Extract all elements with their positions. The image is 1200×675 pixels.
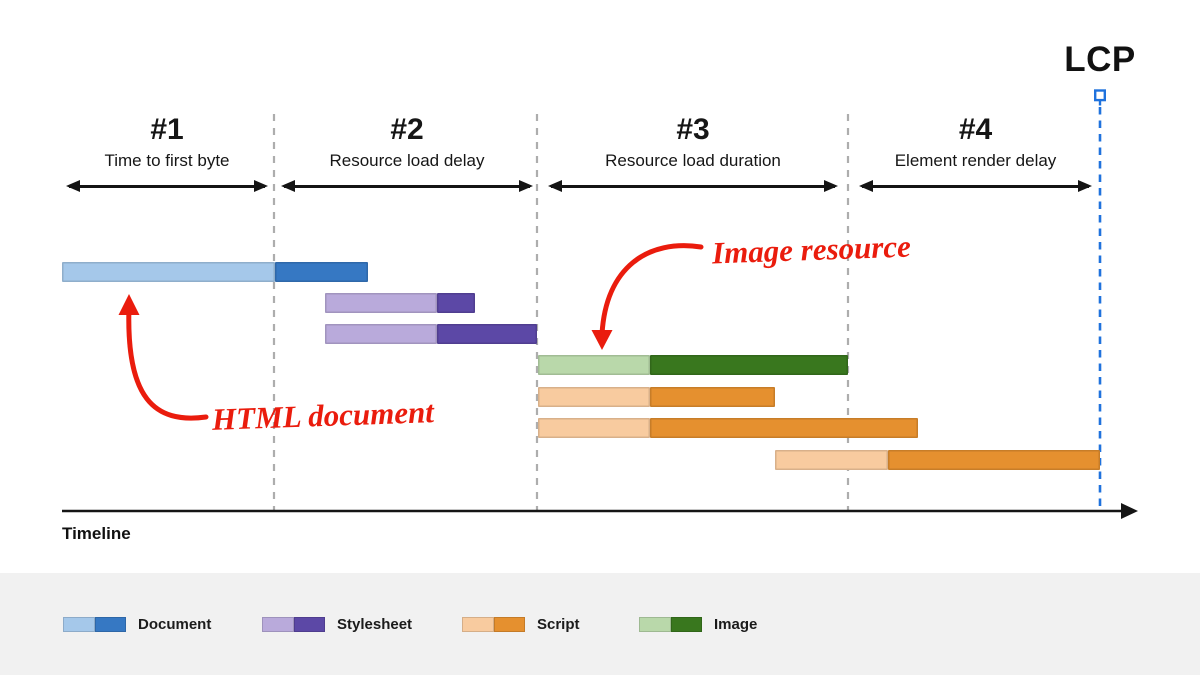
script-delay-segment — [538, 418, 650, 438]
phase-arrowhead-left — [548, 180, 562, 192]
document-delay-segment — [62, 262, 275, 282]
phase-arrowhead-left — [859, 180, 873, 192]
phase-arrowhead-right — [519, 180, 533, 192]
image-delay-segment — [538, 355, 650, 375]
legend-item-document: Document — [63, 617, 211, 632]
phase-arrow-line — [862, 185, 1089, 188]
legend-swatch-image — [639, 617, 702, 632]
phase-arrow-line — [284, 185, 530, 188]
annotation-image-resource: Image resource — [711, 228, 912, 271]
phase-range-arrow — [548, 180, 838, 193]
lcp-marker-icon — [1093, 89, 1106, 102]
legend-band: Document Stylesheet Script Image — [0, 573, 1200, 675]
script-duration-segment — [650, 387, 775, 407]
phase-name-label: Element render delay — [894, 151, 1057, 170]
swatch-light-half — [63, 617, 95, 632]
swatch-light-half — [462, 617, 494, 632]
legend-label: Stylesheet — [337, 616, 413, 633]
lcp-label: LCP — [1064, 40, 1136, 79]
swatch-dark-half — [493, 617, 525, 632]
legend-item-stylesheet: Stylesheet — [262, 617, 412, 632]
script-duration-segment — [888, 450, 1100, 470]
swatch-light-half — [262, 617, 294, 632]
phase-arrow-line — [69, 185, 265, 188]
image-duration-segment — [650, 355, 848, 375]
legend-label: Script — [537, 616, 580, 633]
bar-image — [538, 355, 848, 375]
swatch-light-half — [639, 617, 671, 632]
phase-number-label: #1 — [150, 113, 184, 146]
legend-swatch-script — [462, 617, 525, 632]
swatch-dark-half — [293, 617, 325, 632]
swatch-dark-half — [94, 617, 126, 632]
phase-arrowhead-right — [254, 180, 268, 192]
phase-number-label: #4 — [958, 113, 993, 146]
stylesheet-delay-segment — [325, 293, 437, 313]
phase-range-arrow — [66, 180, 268, 193]
timeline-axis — [62, 503, 1138, 519]
bar-script — [538, 418, 918, 438]
script-delay-segment — [538, 387, 650, 407]
phase-number-label: #3 — [676, 113, 710, 146]
bar-script — [775, 450, 1100, 470]
annotation-html-document: HTML document — [211, 394, 435, 437]
bar-stylesheet — [325, 293, 475, 313]
image-resource-arrow — [591, 243, 704, 350]
phase-arrowhead-right — [824, 180, 838, 192]
document-duration-segment — [275, 262, 368, 282]
phase-name-label: Resource load delay — [329, 151, 485, 170]
phase-range-arrow — [859, 180, 1092, 193]
phase-arrow-line — [551, 185, 835, 188]
legend-swatch-document — [63, 617, 126, 632]
bar-document — [62, 262, 368, 282]
axis-arrowhead — [1121, 503, 1138, 519]
legend-swatch-stylesheet — [262, 617, 325, 632]
html-document-arrow — [118, 294, 209, 421]
stylesheet-duration-segment — [437, 324, 537, 344]
phase-arrowhead-right — [1078, 180, 1092, 192]
stylesheet-delay-segment — [325, 324, 437, 344]
phase-name-label: Time to first byte — [104, 151, 230, 170]
legend-label: Document — [138, 616, 212, 633]
legend-item-image: Image — [639, 617, 757, 632]
phase-arrowhead-left — [66, 180, 80, 192]
script-delay-segment — [775, 450, 888, 470]
script-duration-segment — [650, 418, 918, 438]
bar-stylesheet — [325, 324, 537, 344]
legend-item-script: Script — [462, 617, 580, 632]
swatch-dark-half — [670, 617, 702, 632]
phase-number-label: #2 — [390, 113, 424, 146]
phase-name-label: Resource load duration — [605, 151, 781, 170]
timeline-label: Timeline — [62, 524, 131, 543]
bar-script — [538, 387, 775, 407]
stylesheet-duration-segment — [437, 293, 475, 313]
phase-arrowhead-left — [281, 180, 295, 192]
phase-range-arrow — [281, 180, 533, 193]
legend-label: Image — [714, 616, 758, 633]
